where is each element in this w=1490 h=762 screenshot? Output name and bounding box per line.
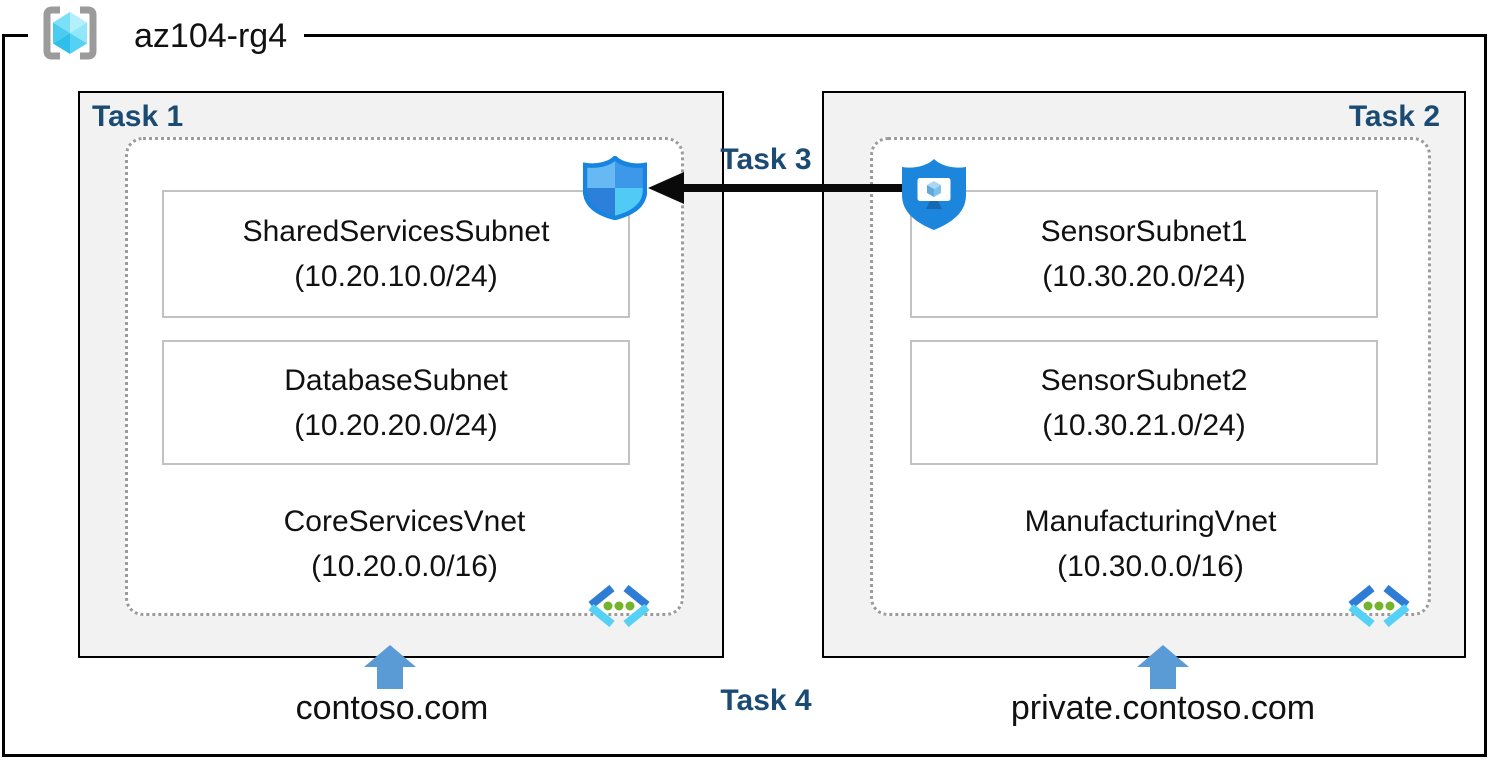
- task4-label: Task 4: [720, 684, 812, 717]
- vnet-name-block: ManufacturingVnet (10.30.0.0/16): [873, 499, 1428, 589]
- subnet-name: SensorSubnet2: [1040, 363, 1248, 397]
- dns-zone-private-contoso: private.contoso.com: [1010, 689, 1316, 727]
- dns-zone-contoso: contoso.com: [295, 689, 489, 727]
- task2-label: Task 2: [1348, 100, 1440, 133]
- subnet-cidr: (10.20.10.0/24): [294, 260, 498, 293]
- vnet-cidr: (10.20.0.0/16): [311, 550, 498, 583]
- vnet-manufacturing: SensorSubnet1 (10.30.20.0/24) SensorSubn…: [870, 137, 1431, 628]
- vnet-name-block: CoreServicesVnet (10.20.0.0/16): [128, 499, 681, 589]
- up-arrow-icon: [1137, 645, 1189, 689]
- vnet-chevron-dots-icon: [588, 584, 650, 628]
- asg-shield-icon: [902, 159, 966, 230]
- subnet-cidr: (10.20.20.0/24): [294, 408, 498, 442]
- task2-box: Task 2 SensorSubnet1 (10.30.20.0/24) Sen…: [822, 91, 1466, 658]
- vnet-name: CoreServicesVnet: [283, 505, 526, 538]
- nsg-shield-icon: [583, 156, 647, 220]
- subnet-cidr: (10.30.20.0/24): [1042, 260, 1246, 293]
- up-arrow-icon: [364, 645, 416, 689]
- task3-label: Task 3: [720, 143, 812, 176]
- subnet-sensor1: SensorSubnet1 (10.30.20.0/24): [910, 190, 1378, 318]
- subnet-name: SharedServicesSubnet: [242, 215, 550, 248]
- vnet-cidr: (10.30.0.0/16): [1057, 550, 1244, 583]
- subnet-sharedservices: SharedServicesSubnet (10.20.10.0/24): [162, 190, 630, 318]
- subnet-cidr: (10.30.21.0/24): [1042, 408, 1246, 442]
- resource-group-icon: [43, 6, 97, 60]
- subnet-name: SensorSubnet1: [1040, 215, 1248, 248]
- subnet-name: DatabaseSubnet: [284, 363, 508, 397]
- task1-label: Task 1: [92, 100, 184, 133]
- vnet-chevron-dots-icon: [1348, 584, 1410, 628]
- resource-group-label: az104-rg4: [134, 17, 288, 55]
- subnet-database: DatabaseSubnet (10.20.20.0/24): [162, 340, 630, 465]
- vnet-name: ManufacturingVnet: [1024, 505, 1277, 538]
- resource-group-boundary: [2, 34, 1487, 757]
- subnet-sensor2: SensorSubnet2 (10.30.21.0/24): [910, 340, 1378, 465]
- vnet-coreservices: SharedServicesSubnet (10.20.10.0/24) Dat…: [125, 137, 684, 628]
